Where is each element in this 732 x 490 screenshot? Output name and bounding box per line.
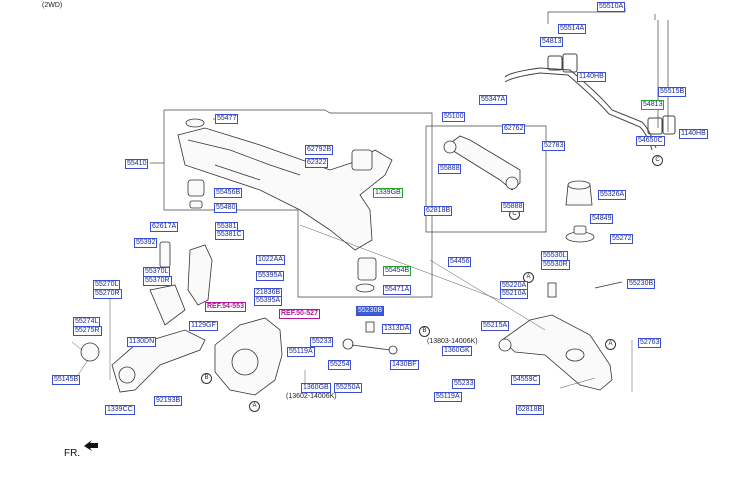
part-1140HB-top[interactable]: 1140HB (577, 72, 606, 82)
part-55410[interactable]: 55410 (125, 159, 149, 169)
part-55392[interactable]: 55392 (134, 238, 158, 248)
part-55145B[interactable]: 55145B (52, 375, 81, 385)
part-1430BF[interactable]: 1430BF (390, 360, 419, 370)
part-1313DA[interactable]: 1313DA (382, 324, 412, 334)
part-55230B[interactable]: 55230B (627, 279, 656, 289)
part-62818B-mid[interactable]: 62818B (424, 206, 453, 216)
part-55514A[interactable]: 55514A (558, 24, 587, 34)
part-55888-b[interactable]: 55888 (501, 202, 525, 212)
part-55515B[interactable]: 55515B (658, 87, 687, 97)
part-55119A-b[interactable]: 55119A (434, 392, 462, 402)
part-62762[interactable]: 62762 (502, 124, 526, 134)
callout-b-arm: B (201, 373, 212, 384)
part-62617A[interactable]: 62617A (150, 222, 179, 232)
part-52763[interactable]: 52763 (638, 338, 662, 348)
date-range-b: (13602-14006K) (286, 393, 337, 400)
part-54559C[interactable]: 54559C (511, 375, 540, 385)
callout-c: C (652, 155, 663, 166)
part-55395A-a[interactable]: 55395A (256, 271, 285, 281)
part-55456B[interactable]: 55456B (214, 188, 243, 198)
part-52783[interactable]: 52783 (542, 141, 566, 151)
part-1339GB[interactable]: 1339GB (373, 188, 403, 198)
callout-b: B (419, 326, 430, 337)
part-92193B[interactable]: 92193B (154, 396, 183, 406)
part-55233-a[interactable]: 55233 (310, 337, 334, 347)
ref-54-553[interactable]: REF.54-553 (205, 302, 246, 312)
part-55250A[interactable]: 55250A (334, 383, 363, 393)
part-1140HB-right[interactable]: 1140HB (679, 129, 708, 139)
callout-a-right: A (605, 339, 616, 350)
part-55510A[interactable]: 55510A (597, 2, 626, 12)
variant-label: (2WD) (42, 2, 63, 9)
part-55272[interactable]: 55272 (610, 234, 634, 244)
part-55119A-a[interactable]: 55119A (287, 347, 315, 357)
part-55477[interactable]: 55477 (215, 114, 239, 124)
part-55471A[interactable]: 55471A (383, 285, 412, 295)
part-55381C[interactable]: 55381C (215, 230, 244, 240)
front-direction-label: FR. (64, 448, 81, 459)
part-54813-top[interactable]: 54813 (540, 37, 564, 47)
part-1360GB[interactable]: 1360GB (301, 383, 331, 393)
part-62322[interactable]: 62322 (305, 158, 329, 168)
part-55347A[interactable]: 55347A (479, 95, 508, 105)
part-54849[interactable]: 54849 (590, 214, 614, 224)
part-1339CC[interactable]: 1339CC (105, 405, 135, 415)
part-62818B-low[interactable]: 62818B (516, 405, 545, 415)
part-55326A[interactable]: 55326A (598, 190, 627, 200)
part-1129GF[interactable]: 1129GF (189, 321, 218, 331)
part-1022AA[interactable]: 1022AA (256, 255, 285, 265)
part-1130DN[interactable]: 1130DN (127, 337, 157, 347)
part-54456[interactable]: 54456 (448, 257, 472, 267)
callout-a: A (249, 401, 260, 412)
part-55230B-selected[interactable]: 55230B (356, 306, 385, 316)
part-55210A[interactable]: 55210A (500, 289, 529, 299)
part-55270R[interactable]: 55270R (93, 289, 122, 299)
part-55395A-b[interactable]: 55395A (254, 296, 283, 306)
part-54650C[interactable]: 54650C (636, 136, 665, 146)
part-54813-right[interactable]: 54813 (641, 100, 665, 110)
part-55454B[interactable]: 55454B (383, 266, 412, 276)
ref-50-527[interactable]: REF.50-527 (279, 309, 320, 319)
part-55100[interactable]: 55100 (442, 112, 466, 122)
part-55480[interactable]: 55480 (214, 203, 238, 213)
part-1360GK[interactable]: 1360GK (442, 346, 472, 356)
part-55233-b[interactable]: 55233 (452, 379, 476, 389)
part-55370R[interactable]: 55370R (143, 276, 172, 286)
callout-a-knuckle: A (523, 272, 534, 283)
part-55254[interactable]: 55254 (328, 360, 352, 370)
part-55275R[interactable]: 55275R (73, 326, 102, 336)
date-range-a: (13803-14006K) (427, 338, 478, 345)
part-55888-a[interactable]: 55888 (438, 164, 462, 174)
part-55215A[interactable]: 55215A (481, 321, 510, 331)
part-55530R[interactable]: 55530R (541, 260, 570, 270)
part-62792B[interactable]: 62792B (305, 145, 334, 155)
